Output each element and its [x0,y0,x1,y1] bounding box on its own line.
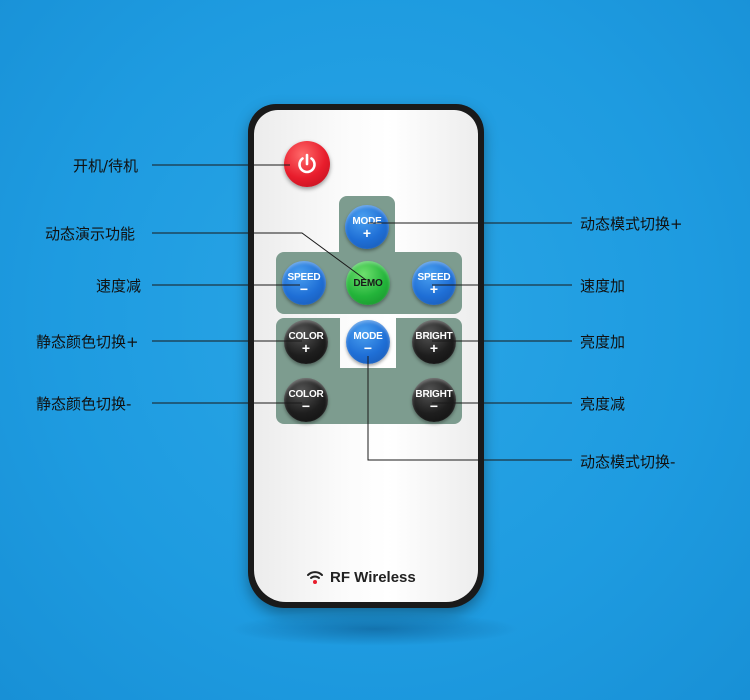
button-sign: + [429,339,439,356]
brand-logo: RF Wireless [306,566,436,588]
button-label: COLOR [288,330,324,342]
speed-down-button[interactable]: SPEED − [282,261,326,305]
button-label: SPEED [417,271,451,283]
demo-button[interactable]: DEMO [346,261,390,305]
power-icon [298,153,316,174]
demo-leader-line [152,232,367,281]
mode-down-label: 动态模式切换- [580,453,676,471]
mode-up-button[interactable]: MODE + [345,205,389,249]
color-up-label: 静态颜色切换+ [36,333,139,351]
bright-down-label: 亮度减 [580,395,626,413]
remote-shadow [230,612,520,646]
demo-label: 动态演示功能 [45,225,136,243]
color-down-label: 静态颜色切换- [36,395,132,413]
button-label: MODE [353,330,383,342]
speed-down-label: 速度减 [96,277,142,295]
button-label: COLOR [288,388,324,400]
bright-up-label: 亮度加 [580,333,626,351]
color-down-button[interactable]: COLOR − [284,378,328,422]
button-label: BRIGHT [415,330,453,342]
wireless-signal-icon [307,571,323,584]
bright-up-button[interactable]: BRIGHT + [412,320,456,364]
color-up-button[interactable]: COLOR + [284,320,328,364]
keypad-background [396,318,406,370]
keypad-background [330,318,340,370]
button-label: MODE [352,215,382,227]
mode-down-leader-line [367,356,572,461]
power-label: 开机/待机 [73,157,139,175]
mode-up-label: 动态模式切换+ [580,215,683,233]
button-sign: − [299,280,309,297]
button-sign: + [301,339,311,356]
button-label: DEMO [353,277,383,289]
button-sign: − [429,397,439,414]
speed-up-label: 速度加 [580,277,626,295]
bright-down-button[interactable]: BRIGHT − [412,378,456,422]
power-button[interactable] [284,141,330,187]
button-sign: − [363,339,373,356]
brand-text: RF Wireless [330,568,416,586]
button-sign: − [301,397,311,414]
button-sign: + [429,280,439,297]
button-label: SPEED [287,271,321,283]
button-sign: + [362,224,372,241]
speed-up-button[interactable]: SPEED + [412,261,456,305]
button-label: BRIGHT [415,388,453,400]
